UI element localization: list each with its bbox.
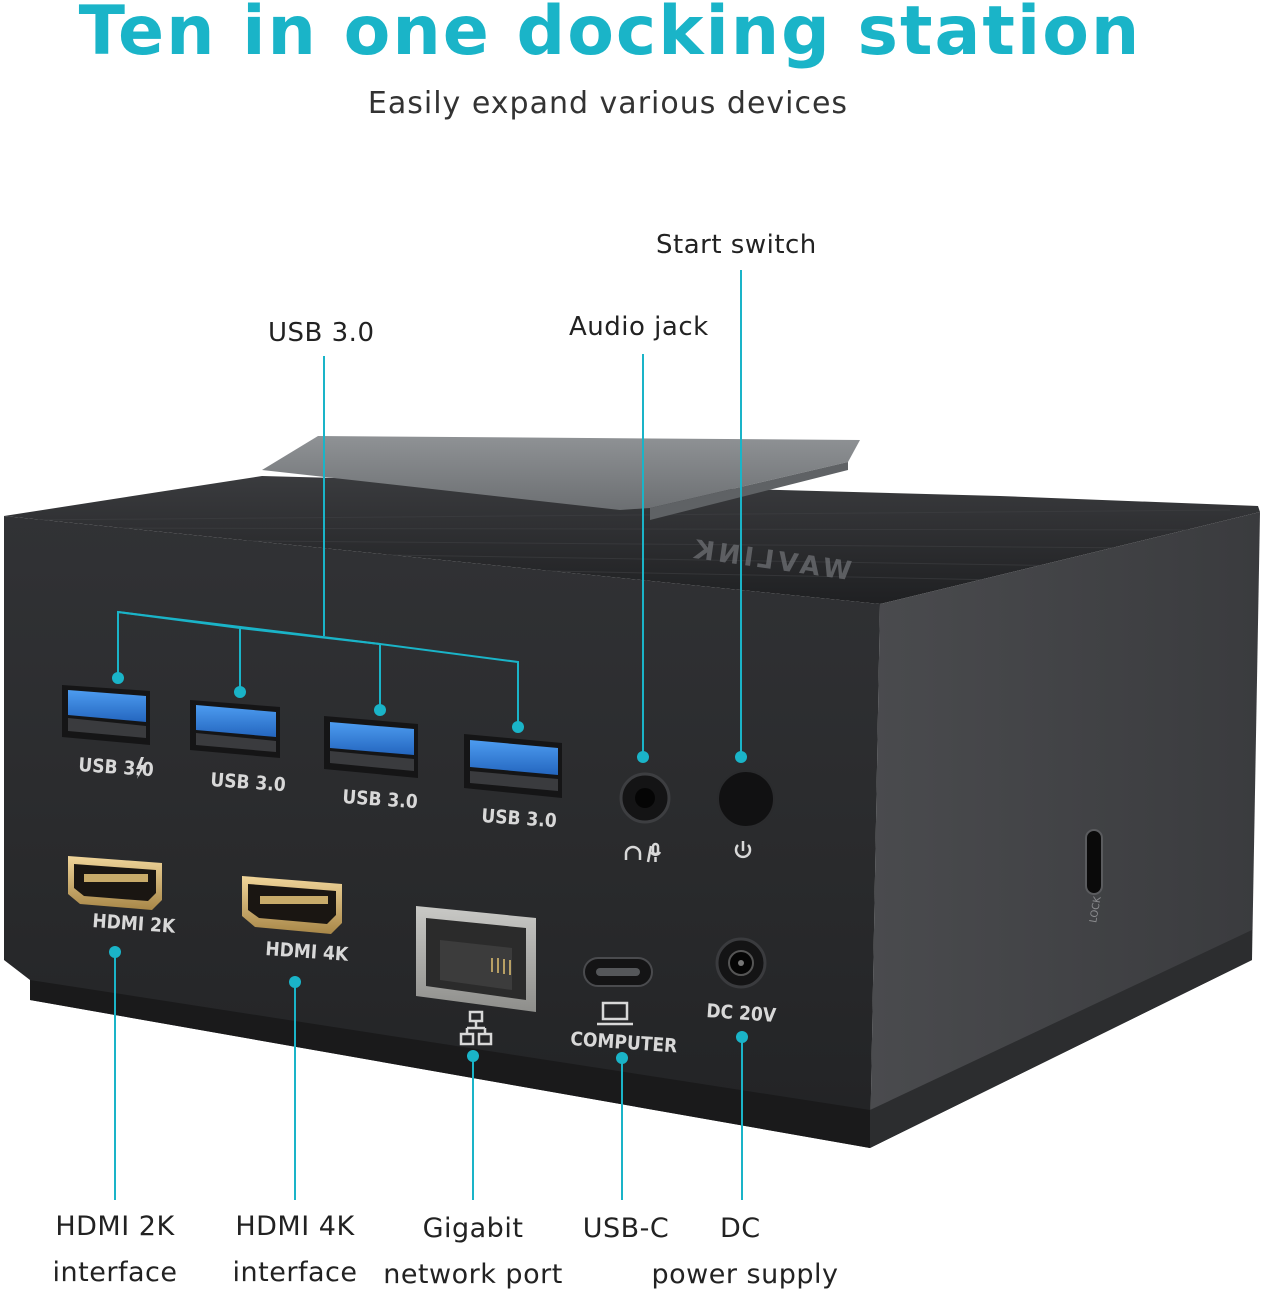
usb-port-4[interactable] [464,734,562,798]
power-icon [734,841,752,859]
start-switch-callout-label: Start switch [656,230,817,260]
usb-c-callout: USB-C [566,1206,686,1252]
hdmi-4k-callout: HDMI 4K interface [210,1204,380,1296]
hdmi-2k-callout: HDMI 2K interface [30,1204,200,1296]
power-button[interactable] [717,770,775,828]
laptop-stand [262,436,860,520]
dc-label: DC 20V [706,1000,778,1027]
audio-jack[interactable] [619,772,671,824]
dc-jack[interactable] [715,937,767,989]
gigabit-callout-line2: network port [383,1259,563,1290]
audio-jack-callout-label: Audio jack [569,312,709,342]
gigabit-callout: Gigabit network port [378,1206,568,1298]
device-front-face [4,516,880,1148]
ethernet-port[interactable] [416,906,536,1012]
page-subtitle: Easily expand various devices [367,86,849,121]
charging-bolt-icon [136,757,145,779]
headphone-mic-icon [624,842,662,863]
usb-c-callout-line1: USB-C [582,1213,670,1244]
usb-callout-label: USB 3.0 [268,318,375,348]
callout-dots [109,672,748,1064]
hdmi-4k-port[interactable] [242,876,342,934]
hdmi-2k-callout-line1: HDMI 2K [55,1211,175,1242]
kensington-lock-slot[interactable] [1085,829,1103,895]
gigabit-callout-line1: Gigabit [422,1213,524,1244]
usb-2-label: USB 3.0 [210,769,287,796]
page-title: Ten in one docking station [78,0,1142,71]
hdmi-2k-port[interactable] [68,856,162,910]
dc-callout-line1: DC [720,1213,761,1244]
usb-c-port[interactable] [583,957,653,987]
hdmi-4k-callout-line1: HDMI 4K [235,1211,355,1242]
dc-callout: DC power supply [650,1206,840,1298]
lock-label: LOCK [1088,895,1104,924]
usb-port-1[interactable] [62,685,150,745]
usb-port-2[interactable] [190,700,280,758]
hdmi-2k-callout-line2: interface [52,1257,178,1288]
usb-3-label: USB 3.0 [342,786,419,813]
dc-callout-line2: power supply [651,1259,839,1290]
usb-port-3[interactable] [324,716,418,778]
laptop-icon [597,1001,633,1026]
device-side-panel [870,512,1260,1148]
hdmi-4k-callout-line2: interface [232,1257,358,1288]
device-top-surface [4,476,1260,604]
callout-lines [114,270,743,1200]
network-icon [459,1010,493,1046]
usb-4-label: USB 3.0 [481,805,558,832]
